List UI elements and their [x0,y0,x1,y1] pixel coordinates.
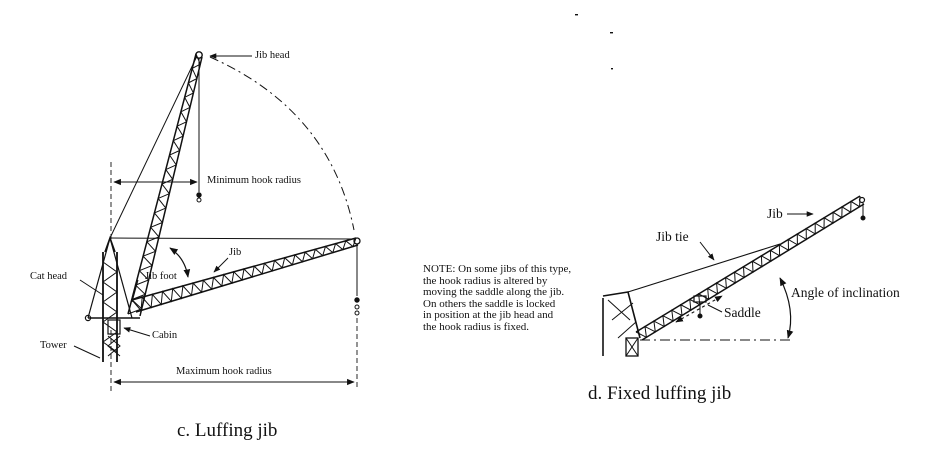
figure-c-caption: c. Luffing jib [177,420,278,441]
cat-head-label: Cat head [30,271,68,282]
note-line: moving the saddle along the jib. [423,286,565,299]
max-hook-radius-label: Maximum hook radius [176,366,272,377]
scan-marks [575,14,613,70]
note-line: On others the saddle is locked [423,297,556,310]
tower-label: Tower [40,340,67,351]
note-line: in position at the jib head and [423,309,554,322]
jib-tie-label: Jib tie [656,229,689,244]
note-line: the hook radius is fixed. [423,320,530,333]
jib-foot-label: Jib foot [145,271,177,282]
jib-label: Jib [229,247,242,258]
figure-d-caption: d. Fixed luffing jib [588,383,732,404]
fixed-jib-label: Jib [767,206,783,221]
note-line: NOTE: On some jibs of this type, [423,263,572,275]
angle-of-inclination-arc [779,277,794,339]
jib-lowered-position [109,237,361,316]
angle-of-inclination-label: Angle of inclination [791,285,900,300]
fixed-luffing-jib-crane [602,195,866,357]
min-hook-radius-label: Minimum hook radius [207,175,301,186]
jib-head-label: Jib head [255,50,290,61]
fixed-jib-note: NOTE: On some jibs of this type, the hoo… [423,263,623,334]
cabin-label: Cabin [152,330,178,341]
luffing-arc [209,56,355,231]
tower-structure [84,235,140,362]
saddle-label: Saddle [724,305,761,320]
note-line: the hook radius is altered by [423,274,548,287]
luffing-jib-crane [73,51,361,392]
luffing-rotation-arrow [169,247,191,278]
